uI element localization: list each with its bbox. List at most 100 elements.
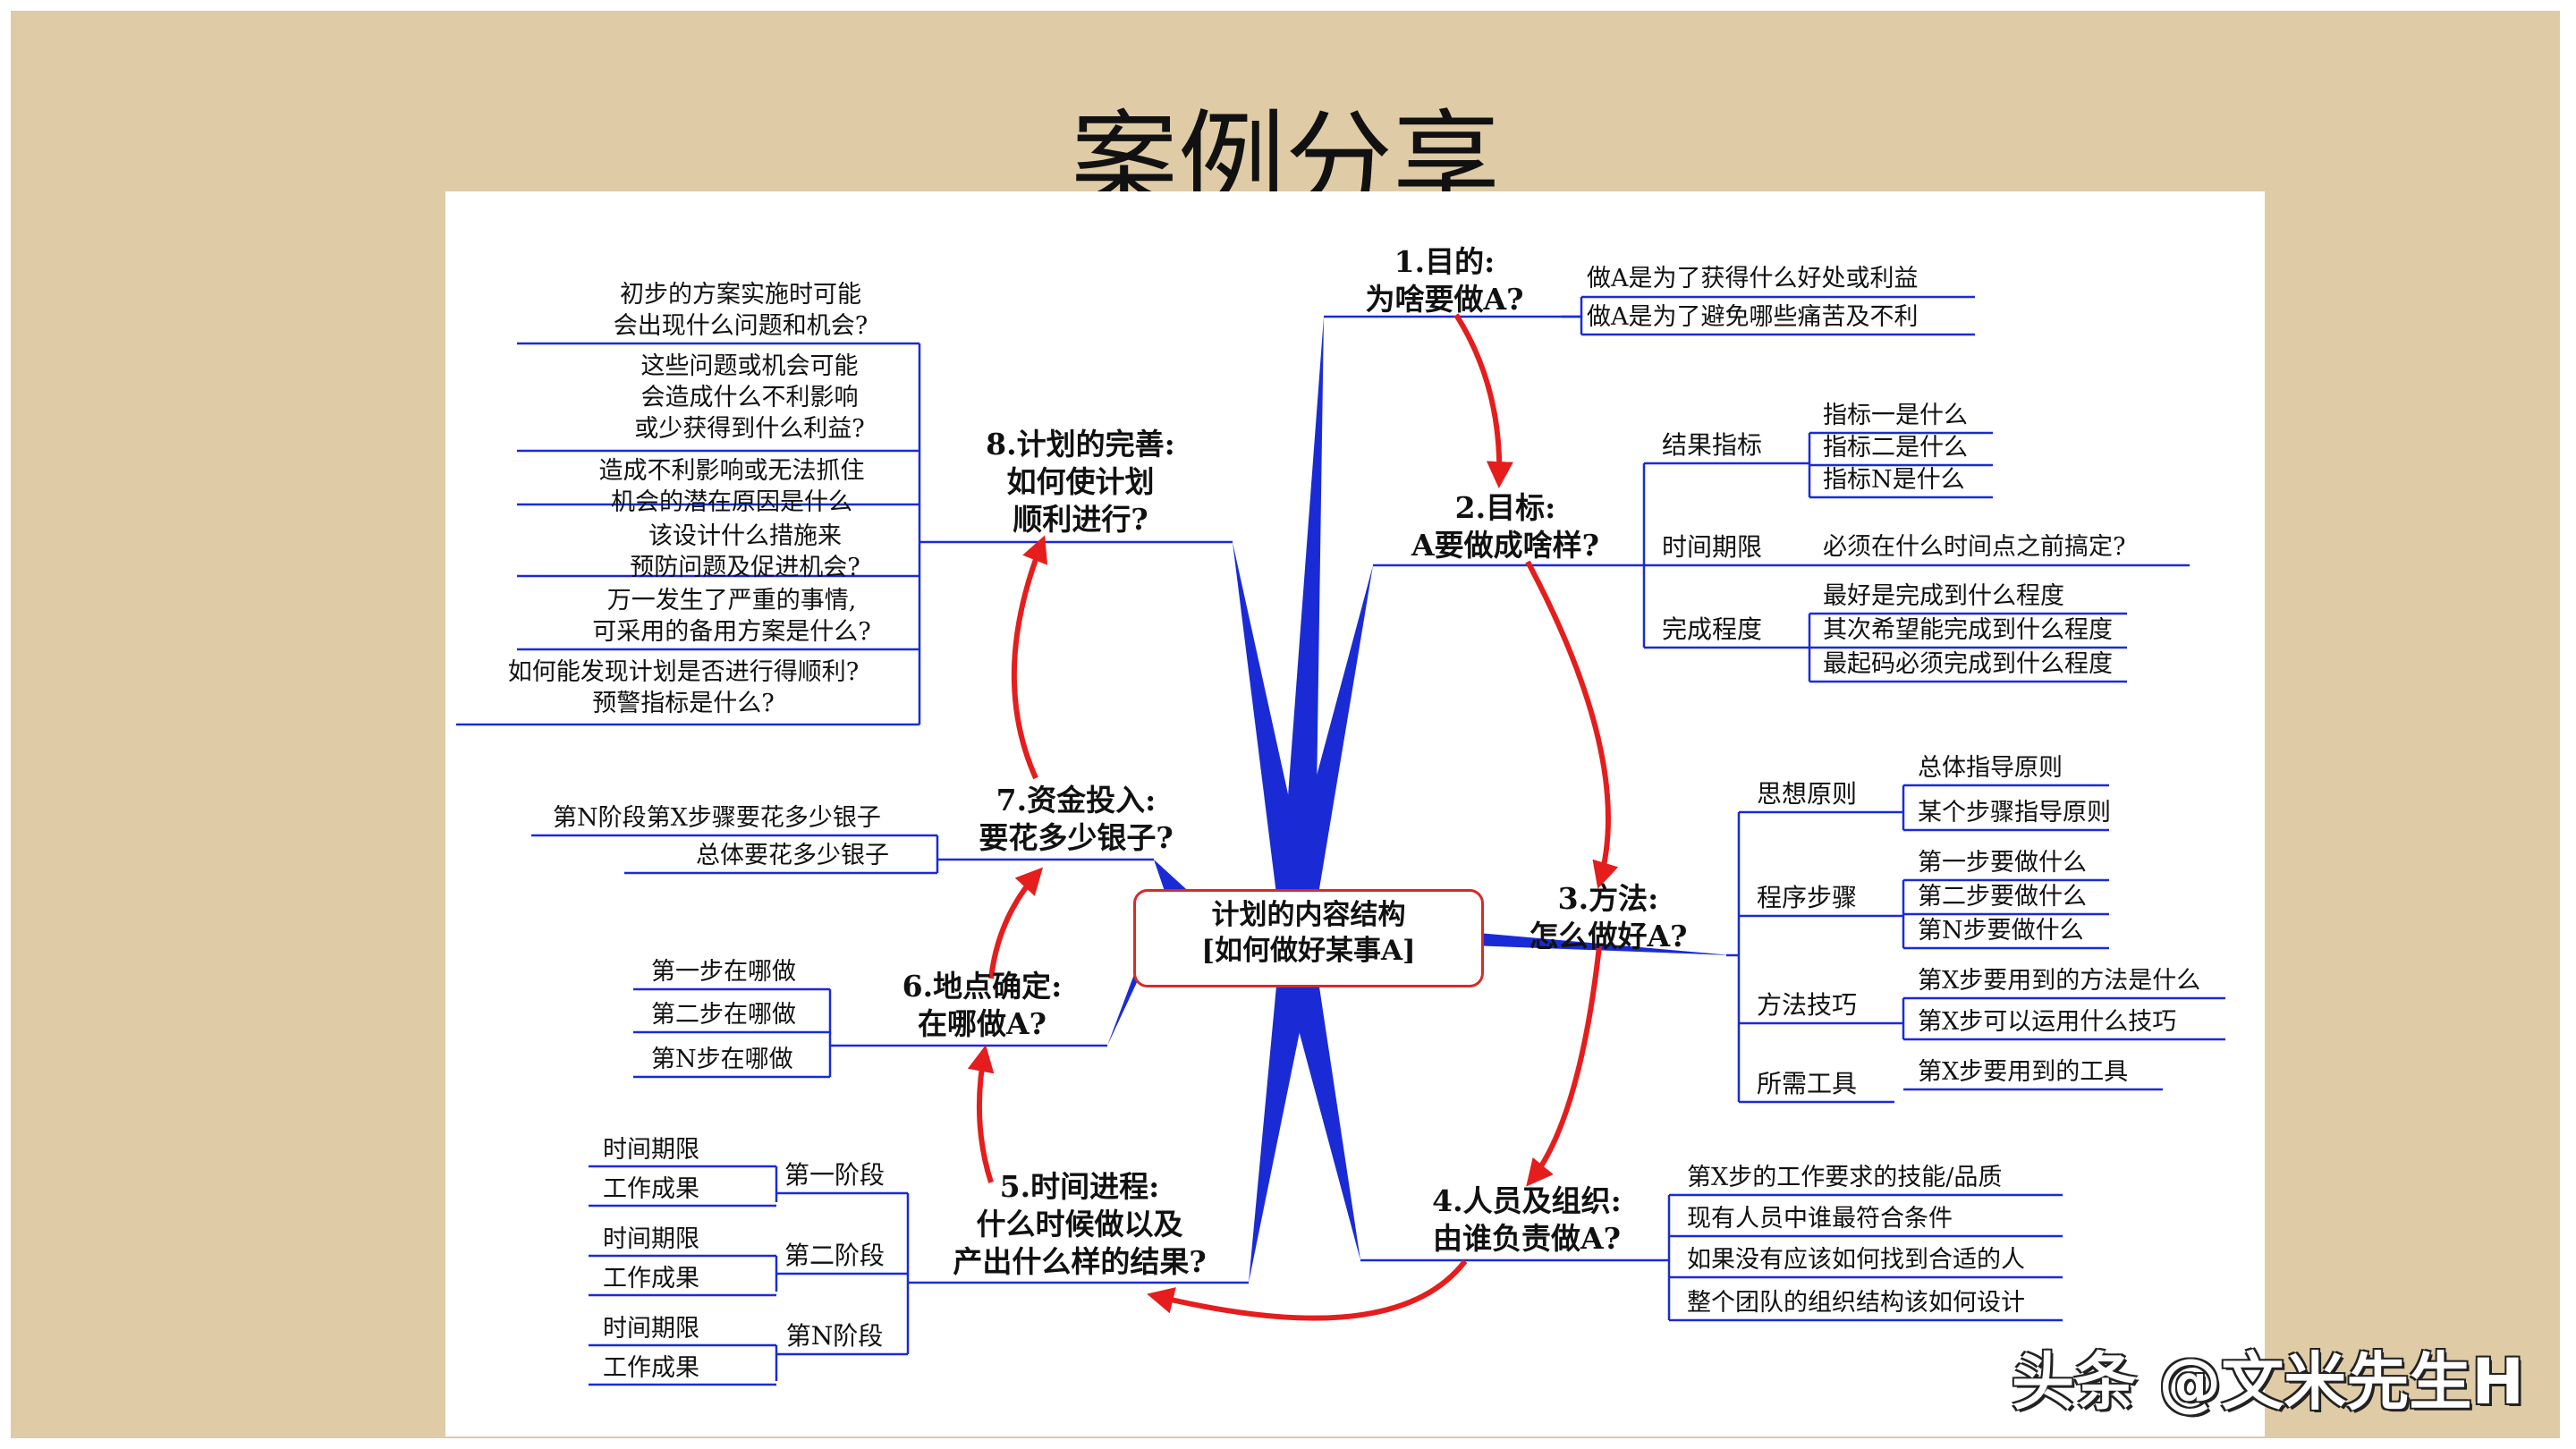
branch-3-title: 3.方法: 怎么做好A? xyxy=(1492,880,1724,955)
branch-7-line-2: 要花多少银子? xyxy=(979,820,1174,855)
branch-8-leaf: 如何能发现计划是否进行得顺利? 预警指标是什么? xyxy=(460,657,907,719)
branch-8-line-3: 顺利进行? xyxy=(1013,502,1148,537)
branch-8-leaf: 初步的方案实施时可能 会出现什么问题和机会? xyxy=(580,279,902,342)
branch-5-group-label: 第N阶段 xyxy=(785,1321,884,1351)
branch-8-leaf-line: 预警指标是什么? xyxy=(592,690,775,717)
branch-8-leaf-line: 可采用的备用方案是什么? xyxy=(592,618,871,646)
branch-4-leaf: 如果没有应该如何找到合适的人 xyxy=(1687,1246,2025,1274)
branch-8-leaf-line: 造成不利影响或无法抓住 xyxy=(598,457,865,485)
branch-5-leaf: 时间期限 xyxy=(603,1136,699,1164)
branch-7-leaf: 第N阶段第X步骤要花多少银子 xyxy=(553,804,881,832)
branch-5-leaf: 时间期限 xyxy=(603,1315,699,1343)
connector-lines xyxy=(456,295,2225,1386)
branch-3-line-2: 怎么做好A? xyxy=(1529,919,1688,953)
branch-1-line-1: 1.目的: xyxy=(1394,244,1496,279)
branch-5-leaf: 工作成果 xyxy=(603,1175,699,1203)
branch-3-leaf: 第X步要用到的方法是什么 xyxy=(1918,967,2201,995)
arrow-b6-b7 xyxy=(988,867,1044,979)
branch-3-leaf: 总体指导原则 xyxy=(1918,754,2063,782)
branch-3-leaf: 某个步骤指导原则 xyxy=(1918,799,2111,826)
branch-2-leaf: 其次希望能完成到什么程度 xyxy=(1823,616,2113,644)
branch-2-line-2: A要做成啥样? xyxy=(1411,528,1599,563)
branch-2-leaf: 最好是完成到什么程度 xyxy=(1823,582,2064,610)
branch-1-line-2: 为啥要做A? xyxy=(1365,282,1524,317)
branch-8-leaf-line: 万一发生了严重的事情, xyxy=(606,587,857,614)
branch-5-leaf: 工作成果 xyxy=(603,1354,699,1382)
flow-arrows xyxy=(967,313,1619,1321)
branch-8-leaf: 这些问题或机会可能 会造成什么不利影响 或少获得到什么利益? xyxy=(589,351,911,445)
arrow-b2-b3 xyxy=(1525,560,1619,889)
branch-5-leaf: 时间期限 xyxy=(603,1225,699,1253)
branch-4-leaf: 第X步的工作要求的技能/品质 xyxy=(1687,1164,2003,1191)
branch-8-title: 8.计划的完善: 如何使计划 顺利进行? xyxy=(928,426,1233,538)
mindmap-panel: 计划的内容结构 [如何做好某事A] 1.目的: 为啥要做A? 做A是为了获得什么… xyxy=(445,191,2265,1436)
branch-2-leaf: 必须在什么时间点之前搞定? xyxy=(1823,533,2126,561)
center-node-box xyxy=(1133,889,1484,987)
branch-4-line-1: 4.人员及组织: xyxy=(1432,1183,1622,1218)
branch-2-leaf: 指标二是什么 xyxy=(1823,434,1968,462)
branch-2-group-label: 结果指标 xyxy=(1662,430,1763,460)
branch-5-group-label: 第二阶段 xyxy=(784,1241,885,1270)
branch-6-line-2: 在哪做A? xyxy=(918,1006,1046,1041)
branch-8-leaf: 造成不利影响或无法抓住 机会的潜在原因是什么 xyxy=(553,455,911,518)
branch-6-leaf: 第一步在哪做 xyxy=(651,958,796,986)
branch-7-line-1: 7.资金投入: xyxy=(996,783,1157,818)
branch-5-title: 5.时间进程: 什么时候做以及 产出什么样的结果? xyxy=(911,1168,1249,1281)
branch-1-leaf: 做A是为了获得什么好处或利益 xyxy=(1587,265,1919,292)
branch-3-group-label: 程序步骤 xyxy=(1757,883,1858,912)
branch-4-line-2: 由谁负责做A? xyxy=(1433,1221,1621,1256)
branch-3-leaf: 第一步要做什么 xyxy=(1918,849,2087,877)
branch-4-leaf: 现有人员中谁最符合条件 xyxy=(1687,1205,1953,1233)
branch-5-group-label: 第一阶段 xyxy=(784,1160,885,1190)
branch-6-line-1: 6.地点确定: xyxy=(902,969,1063,1004)
branch-6-title: 6.地点确定: 在哪做A? xyxy=(857,968,1107,1043)
branch-3-group-label: 所需工具 xyxy=(1757,1069,1858,1098)
branch-5-line-1: 5.时间进程: xyxy=(999,1169,1160,1204)
center-node-title: 计划的内容结构 [如何做好某事A] xyxy=(1133,897,1484,969)
arrow-b3-b4 xyxy=(1526,945,1602,1187)
branch-8-leaf-line: 机会的潜在原因是什么 xyxy=(611,488,852,516)
center-line-2: [如何做好某事A] xyxy=(1201,935,1416,967)
branch-3-leaf: 第X步可以运用什么技巧 xyxy=(1918,1008,2177,1036)
branch-8-leaf: 万一发生了严重的事情, 可采用的备用方案是什么? xyxy=(553,585,911,648)
branch-1-title: 1.目的: 为啥要做A? xyxy=(1327,243,1562,318)
branch-2-leaf: 最起码必须完成到什么程度 xyxy=(1823,650,2113,678)
center-line-1: 计划的内容结构 xyxy=(1211,899,1406,931)
branch-3-leaf: 第二步要做什么 xyxy=(1918,883,2087,911)
branch-7-title: 7.资金投入: 要花多少银子? xyxy=(946,782,1206,857)
arrow-b5-b6 xyxy=(967,1045,995,1183)
branch-2-leaf: 指标N是什么 xyxy=(1823,466,1965,494)
branch-3-leaf: 第X步要用到的工具 xyxy=(1918,1058,2129,1086)
trunk-b8 xyxy=(1233,542,1315,916)
branch-8-leaf: 该设计什么措施来 预防问题及促进机会? xyxy=(580,521,911,583)
mindmap-connectors xyxy=(456,295,2225,1386)
branch-8-leaf-line: 如何能发现计划是否进行得顺利? xyxy=(507,658,860,686)
arrow-b7-b8 xyxy=(1011,535,1048,780)
branch-3-group-label: 方法技巧 xyxy=(1757,990,1858,1020)
arrow-b1-b2 xyxy=(1453,313,1513,488)
branch-5-line-2: 什么时候做以及 xyxy=(976,1207,1183,1241)
branch-8-leaf-line: 预防问题及促进机会? xyxy=(630,554,860,581)
branch-2-leaf: 指标一是什么 xyxy=(1823,402,1968,429)
branch-2-group-label: 完成程度 xyxy=(1662,614,1763,644)
trunk-b1 xyxy=(1279,317,1324,916)
branch-3-line-1: 3.方法: xyxy=(1557,881,1659,916)
trunk-b2 xyxy=(1279,565,1373,916)
branch-7-leaf: 总体要花多少银子 xyxy=(696,842,889,869)
arrow-b4-b5 xyxy=(1147,1259,1468,1321)
branch-8-leaf-line: 会造成什么不利影响 xyxy=(640,384,859,411)
branch-8-leaf-line: 这些问题或机会可能 xyxy=(640,352,859,380)
watermark: 头条 @文米先生H xyxy=(2012,1345,2524,1419)
branch-8-leaf-line: 会出现什么问题和机会? xyxy=(613,312,869,340)
trunk-b5 xyxy=(1249,957,1315,1283)
branch-2-group-label: 时间期限 xyxy=(1662,532,1763,562)
trunk-b3 xyxy=(1447,930,1732,955)
branch-4-title: 4.人员及组织: 由谁负责做A? xyxy=(1385,1182,1669,1258)
branch-5-line-3: 产出什么样的结果? xyxy=(953,1244,1207,1279)
branch-4-leaf: 整个团队的组织结构该如何设计 xyxy=(1687,1289,2025,1317)
branch-2-title: 2.目标: A要做成啥样? xyxy=(1376,489,1635,564)
branch-5-leaf: 工作成果 xyxy=(603,1265,699,1292)
branch-8-leaf-line: 该设计什么措施来 xyxy=(648,522,842,550)
slide: 案例分享 xyxy=(11,11,2560,1438)
branch-2-line-1: 2.目标: xyxy=(1454,490,1556,525)
